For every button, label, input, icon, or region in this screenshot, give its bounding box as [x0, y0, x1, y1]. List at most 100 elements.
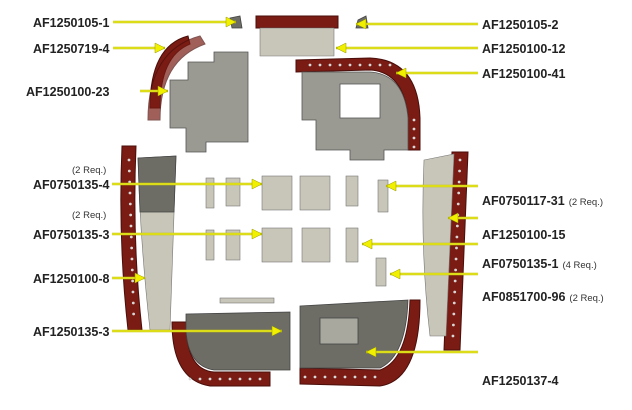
panel-cutout [339, 83, 381, 119]
part-af0750135-3 [261, 227, 293, 263]
part-strip [219, 297, 275, 304]
rivet [358, 63, 362, 67]
rivet [353, 375, 357, 379]
label-af1250137-4: AF1250137-4 [482, 374, 558, 388]
rivet [303, 375, 307, 379]
rivet [338, 63, 342, 67]
rivet [131, 301, 135, 305]
label-af1250135-3: AF1250135-3 [33, 325, 109, 339]
label-af1250105-2: AF1250105-2 [482, 18, 558, 32]
part-small-4 [225, 229, 241, 261]
rivet [454, 257, 458, 261]
label-af0750135-4: AF0750135-4 [33, 178, 109, 192]
rivet [132, 312, 136, 316]
arrowhead-icon [251, 228, 263, 240]
leader-arrow [113, 42, 166, 54]
rivet [388, 63, 392, 67]
leader-arrow [112, 228, 263, 240]
arrowhead-icon [271, 325, 283, 337]
part-small-3 [205, 177, 215, 209]
rivet [130, 257, 134, 261]
arrowhead-icon [157, 85, 169, 97]
rivet [452, 323, 455, 327]
label-af1250100-41: AF1250100-41 [482, 67, 565, 81]
qty-af0750135-3: (2 Req.) [72, 210, 106, 221]
leader-arrow [447, 212, 478, 224]
leader-arrow [361, 238, 478, 250]
arrowhead-icon [225, 16, 237, 28]
rivet [129, 235, 133, 239]
rivet [455, 235, 459, 239]
rivet [458, 158, 462, 162]
label-af1250100-12: AF1250100-12 [482, 42, 565, 56]
rivet [228, 377, 232, 381]
rivet [451, 334, 455, 338]
rivet [343, 375, 347, 379]
arrowhead-icon [335, 42, 347, 54]
rivet [131, 290, 135, 294]
part-small-1 [225, 177, 241, 207]
rivet [130, 246, 134, 250]
qty-af0750135-4: (2 Req.) [72, 165, 106, 176]
part-af0750135-4 [261, 175, 293, 211]
rivet [129, 213, 133, 217]
rivet [412, 127, 416, 131]
rivets [127, 63, 462, 381]
rivet [258, 377, 262, 381]
label-af1250105-1: AF1250105-1 [33, 16, 109, 30]
part-af1250135-3 [185, 311, 291, 371]
labels-left: AF1250105-1 AF1250719-4 AF1250100-23 (2 … [26, 16, 109, 339]
rivet [452, 301, 456, 305]
arrowhead-icon [365, 346, 377, 358]
part-af0851700-96 [375, 257, 387, 287]
rivet [452, 312, 456, 316]
rivet [248, 377, 252, 381]
rivet [368, 63, 372, 67]
part-af1250100-12 [259, 27, 335, 57]
part-af1250100-23 [169, 51, 249, 153]
part-af0750117-31 [377, 179, 389, 213]
rivet [308, 63, 312, 67]
rivet [130, 268, 134, 272]
part-af0750135-1 [345, 227, 359, 263]
part-af0750135-3-b [301, 227, 331, 263]
part-af0750135-4-b [299, 175, 331, 211]
rivet [313, 375, 317, 379]
rivet [412, 118, 416, 122]
label-af1250100-8: AF1250100-8 [33, 272, 109, 286]
leader-arrow [365, 346, 478, 358]
rivet [457, 191, 461, 195]
rivet [318, 63, 322, 67]
rivet [127, 158, 131, 162]
parts-artwork [120, 15, 469, 387]
rivet [453, 290, 457, 294]
part-af1250137-4-box [319, 317, 359, 345]
part-af1250137-4-skin [299, 299, 421, 387]
rivet [412, 145, 416, 149]
label-af1250719-4: AF1250719-4 [33, 42, 109, 56]
labels-right: AF1250105-2 AF1250100-12 AF1250100-41 AF… [482, 18, 604, 388]
rivet [127, 169, 131, 173]
part-small-2 [345, 175, 359, 207]
rivet [453, 279, 457, 283]
rivet [128, 202, 132, 206]
leader-arrow [355, 18, 478, 30]
label-af1250100-15: AF1250100-15 [482, 228, 565, 242]
leader-arrows [112, 16, 478, 358]
rivet [456, 202, 460, 206]
leader-arrow [335, 42, 478, 54]
rivet [208, 377, 212, 381]
rivet [218, 377, 222, 381]
rivet [457, 180, 461, 184]
rivet [128, 180, 132, 184]
leader-arrow [140, 85, 169, 97]
rivet [323, 375, 327, 379]
leader-arrow [112, 325, 283, 337]
arrowhead-icon [389, 268, 401, 280]
rivet [373, 375, 377, 379]
rivet [131, 279, 135, 283]
rivet [198, 377, 202, 381]
arrowhead-icon [447, 212, 459, 224]
